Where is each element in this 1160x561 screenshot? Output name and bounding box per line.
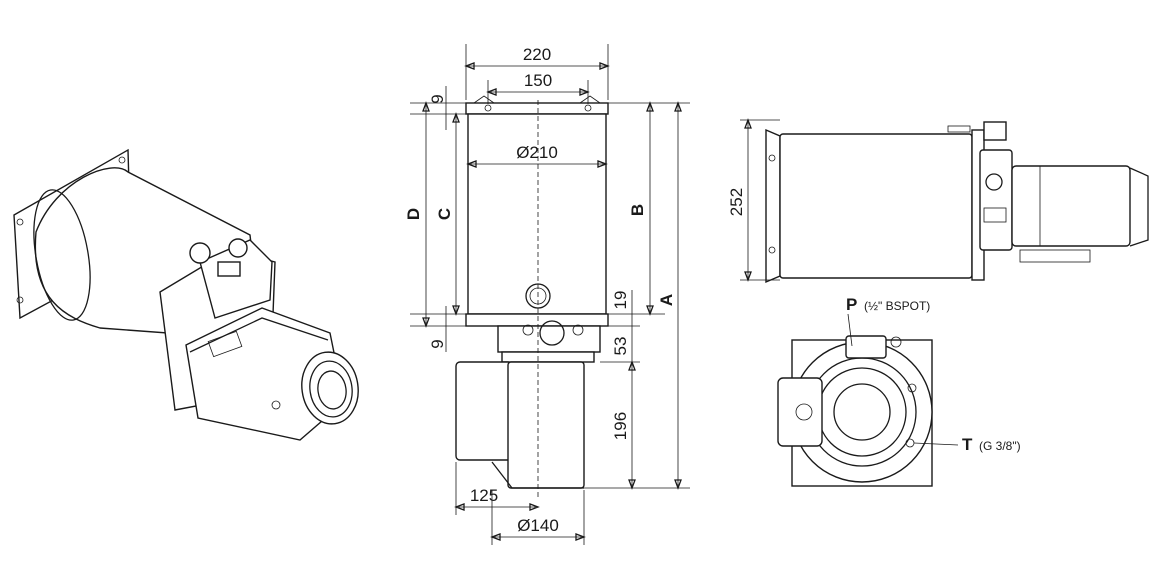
front-view <box>455 95 609 500</box>
dim-d-label: D <box>404 208 423 220</box>
dim-220-label: 220 <box>523 45 551 64</box>
front-dimension-labels: 220 150 Ø210 Ø140 125 9 9 D C B A 19 53 … <box>404 45 676 535</box>
isometric-view <box>13 148 359 441</box>
dim-252-label: 252 <box>727 188 746 216</box>
bottom-view <box>777 313 959 487</box>
dim-9-top-label: 9 <box>428 94 447 103</box>
dim-53-label: 53 <box>611 337 630 356</box>
port-p-letter: P <box>846 295 857 314</box>
dim-150-label: 150 <box>524 71 552 90</box>
dim-140-label: Ø140 <box>517 516 559 535</box>
dim-c-label: C <box>435 208 454 220</box>
port-t-note: (G 3/8") <box>979 439 1021 453</box>
dim-b-label: B <box>628 204 647 216</box>
port-p-note: (½" BSPOT) <box>864 299 930 313</box>
port-t-letter: T <box>962 435 973 454</box>
side-view: 252 <box>727 118 1149 284</box>
dim-a-label: A <box>657 294 676 306</box>
dim-19-label: 19 <box>611 291 630 310</box>
dim-210-label: Ø210 <box>516 143 558 162</box>
dim-9-bottom-label: 9 <box>428 339 447 348</box>
front-dimensions <box>410 44 690 545</box>
port-labels: P (½" BSPOT) T (G 3/8") <box>846 295 1021 454</box>
dim-196-label: 196 <box>611 412 630 440</box>
dim-125-label: 125 <box>470 486 498 505</box>
